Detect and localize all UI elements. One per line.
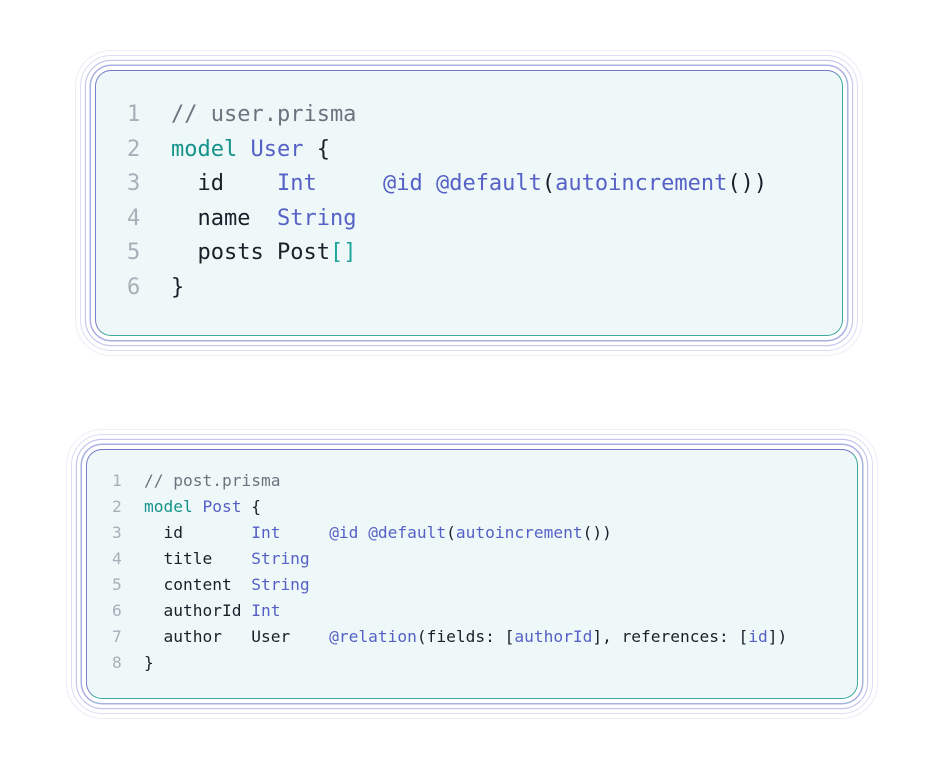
code-token-comment: // user.prisma xyxy=(171,102,357,127)
line-content: authorId Int xyxy=(144,598,280,624)
code-token-type: String xyxy=(251,575,310,594)
code-token-type: String xyxy=(251,549,310,568)
code-token-type: Int xyxy=(251,601,281,620)
line-content: // user.prisma xyxy=(171,98,356,133)
code-token-whitespace xyxy=(358,523,368,542)
code-token-type: User xyxy=(250,136,304,162)
code-token-keyword: model xyxy=(144,497,193,516)
code-token-punct: ( xyxy=(446,523,456,542)
code-line: 4 title String xyxy=(112,546,787,572)
code-token-ident: posts xyxy=(171,240,277,265)
code-line: 6} xyxy=(127,271,767,306)
code-line: 1 // post.prisma xyxy=(112,468,787,494)
line-content: id Int @id @default(autoincrement()) xyxy=(171,167,767,202)
code-token-attr: autoincrement xyxy=(555,171,728,196)
code-token-attr: authorId xyxy=(514,627,593,646)
code-token-comment: // post.prisma xyxy=(144,471,281,490)
code-line: 3 id Int @id @default(autoincrement()) xyxy=(127,167,767,202)
code-token-ident: author xyxy=(144,627,252,646)
line-number: 4 xyxy=(127,205,141,231)
code-token-bracket: [] xyxy=(329,240,357,265)
code-token-punct: { xyxy=(241,497,261,516)
line-content: author User @relation(fields: [authorId]… xyxy=(144,624,787,650)
line-number: 6 xyxy=(112,601,122,620)
line-number: 6 xyxy=(127,274,141,300)
line-number: 2 xyxy=(112,497,122,516)
code-token-ident: title xyxy=(144,549,252,568)
code-token-type: Int xyxy=(251,523,281,542)
code-token-attr: @id xyxy=(329,523,359,542)
code-token-ident: id xyxy=(144,523,252,542)
line-number: 2 xyxy=(127,136,141,162)
code-line: 7 author User @relation(fields: [authorI… xyxy=(112,624,787,650)
line-number: 3 xyxy=(127,171,141,196)
code-token-punct: ]) xyxy=(767,627,788,646)
line-content: posts Post[] xyxy=(171,236,356,271)
code-token-punct: ()) xyxy=(727,171,768,196)
line-number: 5 xyxy=(127,240,141,265)
code-token-attr: @id xyxy=(382,171,423,196)
line-content: content String xyxy=(144,572,310,598)
code-token-punct: } xyxy=(144,653,154,672)
code-token-type: Int xyxy=(276,171,317,196)
code-token-ident: authorId xyxy=(144,601,252,620)
line-number: 8 xyxy=(112,653,122,672)
code-token-attr: @default xyxy=(368,523,447,542)
code-token-punct: { xyxy=(303,136,330,162)
code-line: 4 name String xyxy=(127,202,767,237)
code-token-attr: @default xyxy=(435,171,542,196)
line-number: 1 xyxy=(127,102,141,127)
code-line: 5 content String xyxy=(112,572,787,598)
code-token-punct: ( xyxy=(541,171,556,196)
line-number: 4 xyxy=(112,549,122,568)
code-token-whitespace xyxy=(423,171,436,196)
line-content: // post.prisma xyxy=(144,468,280,494)
code-token-attr: @relation xyxy=(329,627,417,646)
code-line: 2 model User { xyxy=(127,133,767,168)
code-line: 2 model Post { xyxy=(112,494,787,520)
line-content: } xyxy=(171,271,184,306)
line-content: id Int @id @default(autoincrement()) xyxy=(144,520,612,546)
line-content: name String xyxy=(171,202,356,237)
code-token-punct: ], references: [ xyxy=(592,627,749,646)
line-number: 1 xyxy=(112,471,122,490)
code-token-type: String xyxy=(276,205,357,231)
code-line: 1 // user.prisma xyxy=(127,98,767,133)
code-line: 6 authorId Int xyxy=(112,598,787,624)
code-token-ident: id xyxy=(171,171,277,196)
code-token-whitespace xyxy=(317,171,383,196)
code-line: 8} xyxy=(112,650,787,676)
line-number: 7 xyxy=(112,627,122,646)
line-content: title String xyxy=(144,546,310,572)
code-line: 5 posts Post[] xyxy=(127,236,767,271)
code-token-type: Post xyxy=(202,497,242,516)
code-token-whitespace xyxy=(290,627,329,646)
code-token-ident: name xyxy=(171,205,277,231)
code-token-whitespace xyxy=(237,137,250,162)
code-token-ident: User xyxy=(251,627,291,646)
line-content: } xyxy=(144,650,154,676)
code-token-attr: id xyxy=(748,627,768,646)
line-number: 3 xyxy=(112,523,122,542)
code-line: 3 id Int @id @default(autoincrement()) xyxy=(112,520,787,546)
code-token-whitespace xyxy=(280,523,329,542)
line-content: model User { xyxy=(171,133,330,168)
code-token-ident: content xyxy=(144,575,252,594)
code-token-punct: ()) xyxy=(582,523,612,542)
code-token-keyword: model xyxy=(171,136,238,162)
line-number: 5 xyxy=(112,575,122,594)
code-token-attr: autoincrement xyxy=(455,523,583,542)
code-token-ident: Post xyxy=(276,240,330,265)
code-token-punct: } xyxy=(171,274,185,300)
line-content: model Post { xyxy=(144,494,261,520)
code-token-punct: (fields: [ xyxy=(416,627,515,646)
